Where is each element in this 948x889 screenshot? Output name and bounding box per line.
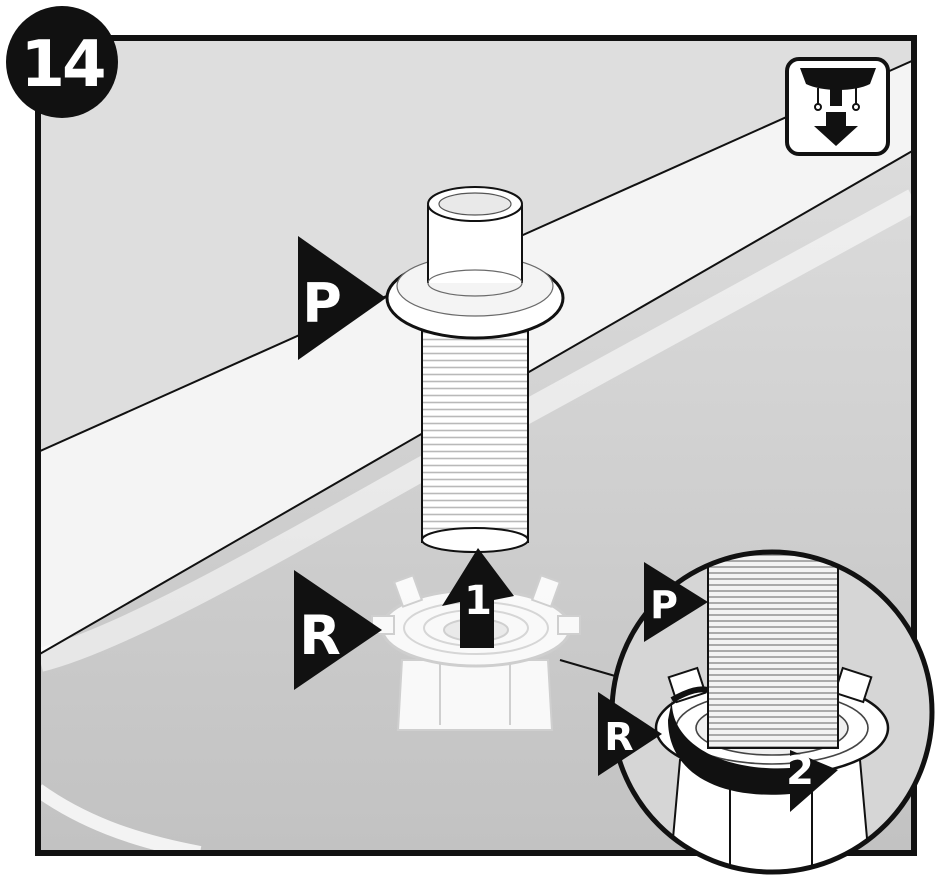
detail-leader-line xyxy=(559,659,623,679)
detail-p-callout: P xyxy=(644,562,708,642)
detail-r-label: R xyxy=(604,715,633,759)
step-number: 14 xyxy=(20,28,104,102)
part-r-label: R xyxy=(299,604,341,667)
threaded-shank-part xyxy=(385,186,565,553)
step-1-arrow: 1 xyxy=(442,548,514,648)
step-2-label: 2 xyxy=(786,748,814,794)
under-sink-install-icon xyxy=(785,57,890,156)
part-r-callout: R xyxy=(294,570,382,690)
part-p-callout: P xyxy=(298,236,386,360)
detail-p-label: P xyxy=(650,583,678,627)
step-badge: 14 xyxy=(6,6,118,118)
part-p-label: P xyxy=(302,272,342,335)
detail-r-callout: R xyxy=(598,692,662,776)
step-1-label: 1 xyxy=(464,578,492,624)
